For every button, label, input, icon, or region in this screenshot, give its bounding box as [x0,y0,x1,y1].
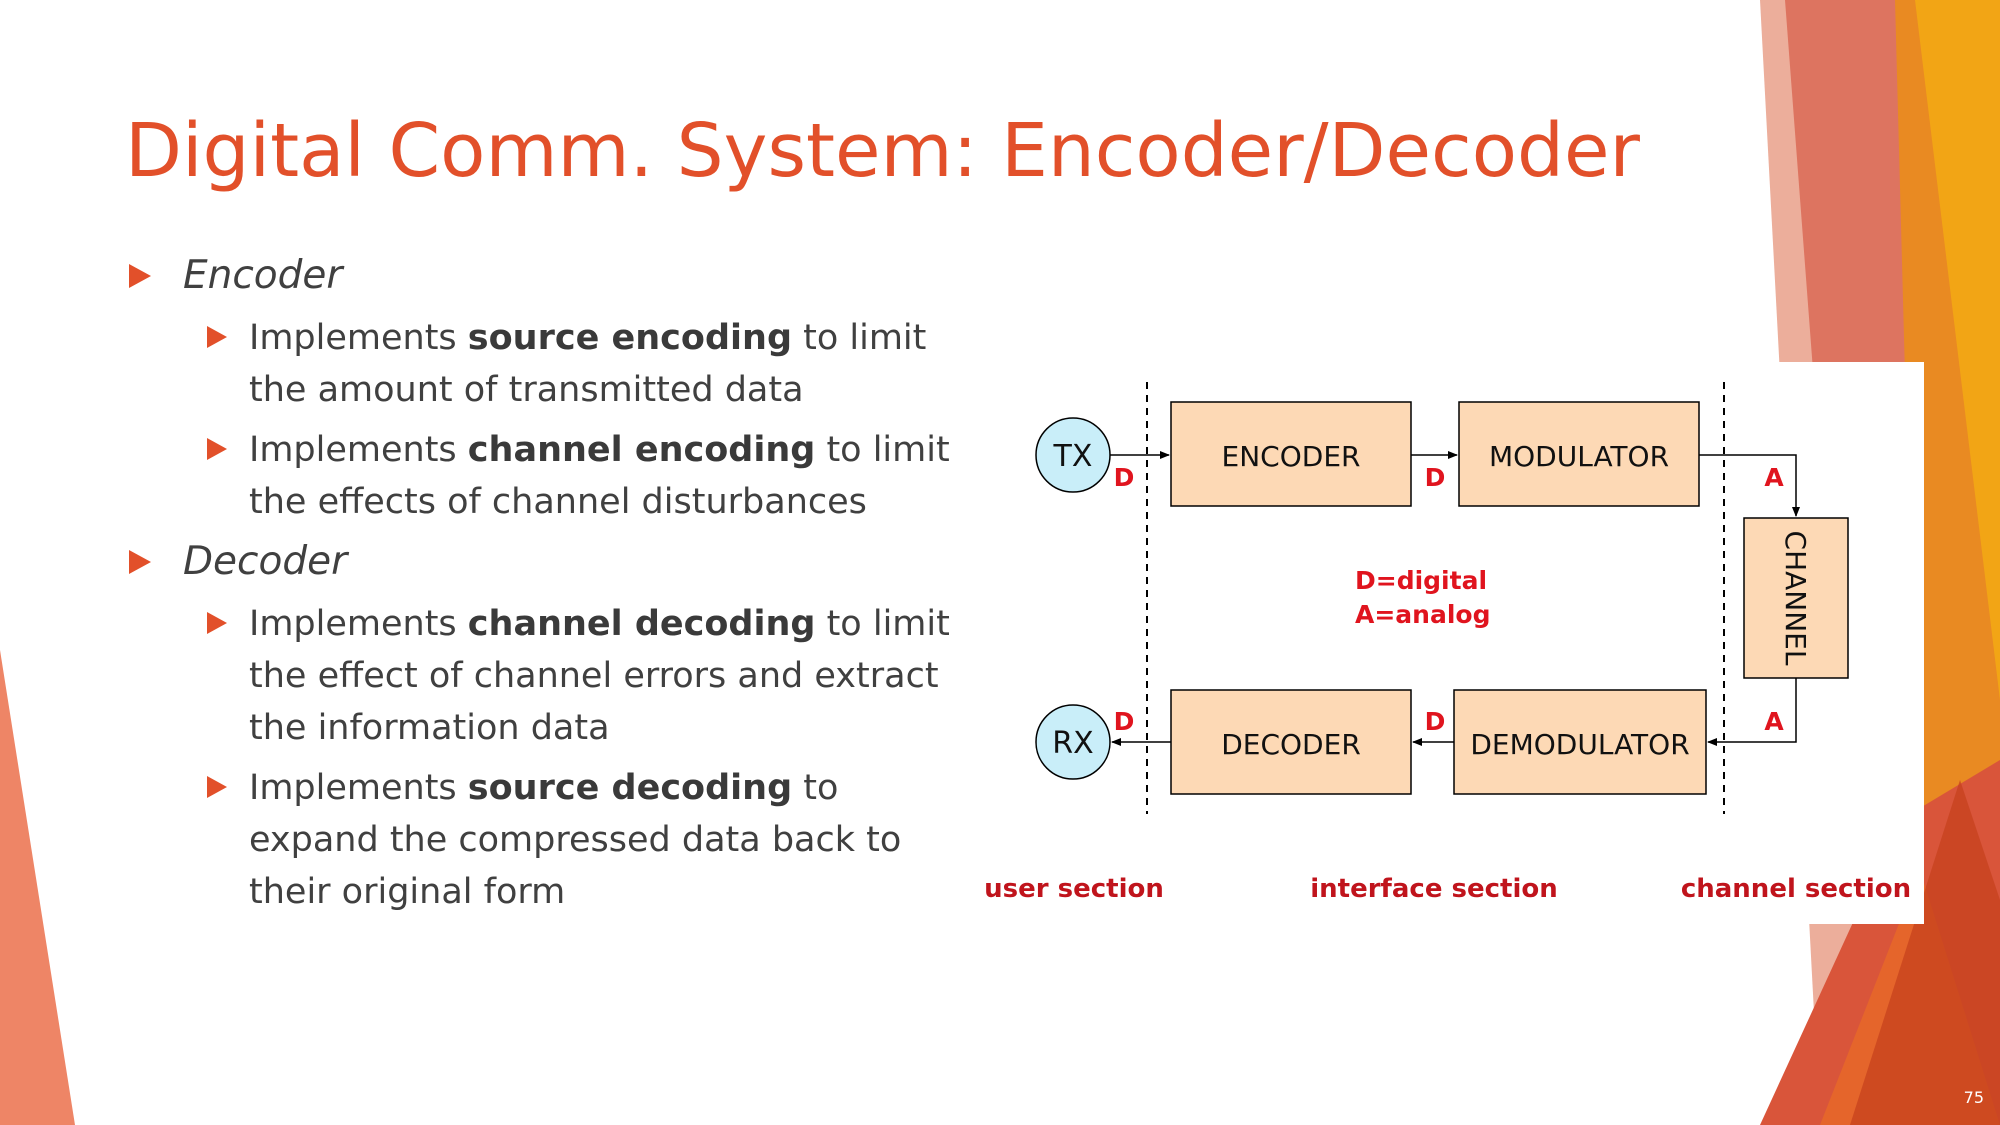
page-number: 75 [1963,1088,1984,1107]
sub-bullet: Implements channel encoding to limit the… [203,424,955,528]
decoder-label: DECODER [1221,728,1361,761]
channel-box [1743,517,1849,679]
bullet-list: Encoder Implements source encoding to li… [125,250,955,926]
encoder-label: ENCODER [1222,440,1361,473]
channel-label: CHANNEL [1779,531,1812,666]
bullet-label: Encoder [183,253,343,298]
rx-label: RX [1052,726,1093,761]
bullet-label: Decoder [183,539,348,584]
demodulator-box [1453,689,1707,795]
sub-bullet-text-prefix: Implements [249,604,468,644]
page-title: Digital Comm. System: Encoder/Decoder [125,108,1640,194]
arrow-channel-demodulator [1707,678,1797,746]
legend-analog: A=analog [1355,600,1490,629]
sub-bullet-text-prefix: Implements [249,430,468,470]
signal-label-a: A [1764,707,1784,736]
sub-bullet-text-prefix: Implements [249,318,468,358]
sub-bullet-text-bold: source decoding [467,768,793,808]
sub-bullet: Implements source decoding to expand the… [203,762,955,918]
signal-label-d: D [1425,707,1446,736]
sub-bullet-text-bold: channel encoding [467,430,816,470]
bullet-encoder: Encoder [125,250,955,302]
signal-label-d: D [1114,707,1135,736]
signal-label-a: A [1764,463,1784,492]
bullet-triangle-icon [129,264,151,288]
sub-bullet-text-suffix: to expand the compressed data back to th… [249,768,902,912]
bullet-triangle-icon [129,550,151,574]
bullet-decoder: Decoder [125,536,955,588]
legend-digital: D=digital [1355,566,1487,595]
bullet-triangle-icon [207,326,227,348]
sub-bullet-text-suffix: to limit the effect of channel errors an… [249,604,950,748]
modulator-box [1458,401,1700,507]
sub-bullet: Implements channel decoding to limit the… [203,598,955,754]
sub-bullet: Implements source encoding to limit the … [203,312,955,416]
sub-bullet-text-suffix: to limit the effects of channel disturba… [249,430,950,522]
rx-node [1035,704,1111,780]
signal-label-d: D [1114,463,1135,492]
signal-label-d: D [1425,463,1446,492]
bullet-triangle-icon [207,612,227,634]
arrow-modulator-channel [1699,454,1800,517]
sub-bullet-text-suffix: to limit the amount of transmitted data [249,318,927,410]
block-diagram: TX RX ENCODER MODULATOR DECODER DEMODULA… [982,362,1924,924]
user-section-label: user section [984,874,1164,904]
channel-section-label: channel section [1681,874,1911,904]
sub-bullet-text-bold: channel decoding [467,604,816,644]
sub-bullet-text-bold: source encoding [467,318,792,358]
decoder-box [1170,689,1412,795]
modulator-label: MODULATOR [1489,440,1669,473]
encoder-box [1170,401,1412,507]
sub-bullet-text-prefix: Implements [249,768,468,808]
bullet-triangle-icon [207,438,227,460]
demodulator-label: DEMODULATOR [1470,728,1689,761]
interface-section-label: interface section [1310,874,1558,904]
tx-label: TX [1053,439,1093,474]
bullet-triangle-icon [207,776,227,798]
